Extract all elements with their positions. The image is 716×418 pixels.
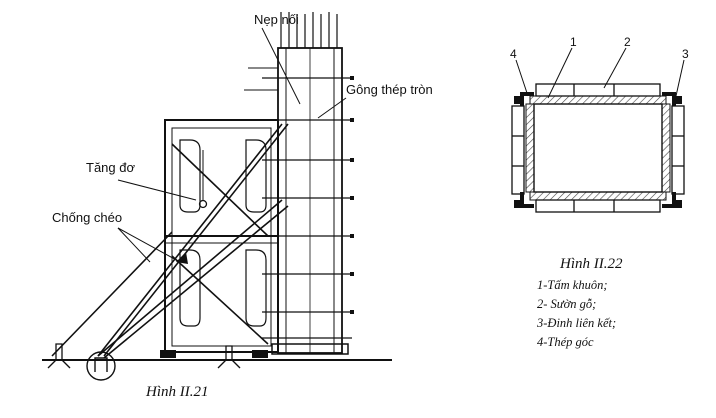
figure-21-caption: Hình II.21 — [145, 384, 209, 400]
splint-label: Nẹp nối — [254, 12, 299, 27]
round-steel-clamp-label: Gông thép tròn — [346, 82, 433, 97]
callout-3: 3 — [682, 47, 689, 61]
turnbuckle-label: Tăng đơ — [86, 160, 135, 175]
legend-item: 1-Tấm khuôn; — [537, 278, 607, 292]
leader-lines — [117, 27, 347, 263]
callout-leaders — [515, 47, 685, 99]
ground-anchors — [47, 343, 241, 381]
legend-item: 4-Thép góc — [537, 335, 594, 349]
figure-22-legend: 1-Tấm khuôn; 2- Sườn gỗ; 3-Đinh liên kết… — [536, 278, 616, 349]
figure-22-caption: Hình II.22 — [559, 256, 623, 272]
form-panels — [525, 95, 671, 201]
diagonal-braces — [51, 123, 289, 359]
figure-21: Nẹp nối Gông thép tròn Tăng đơ Chống ché… — [42, 12, 433, 400]
corner-angles — [520, 92, 676, 208]
callout-2: 2 — [624, 35, 631, 49]
figure-22: 4 1 2 3 Hình II.22 1-Tấm khuôn; 2- Sườn … — [510, 35, 689, 349]
column-formwork — [244, 12, 354, 355]
callout-1: 1 — [570, 35, 577, 49]
legend-item: 2- Sườn gỗ; — [537, 297, 596, 311]
scaffold-frame — [160, 119, 279, 358]
connection-nails — [514, 96, 682, 208]
legend-item: 3-Đinh liên kết; — [536, 316, 616, 330]
callout-4: 4 — [510, 47, 517, 61]
diagonal-brace-label: Chống chéo — [52, 210, 122, 225]
